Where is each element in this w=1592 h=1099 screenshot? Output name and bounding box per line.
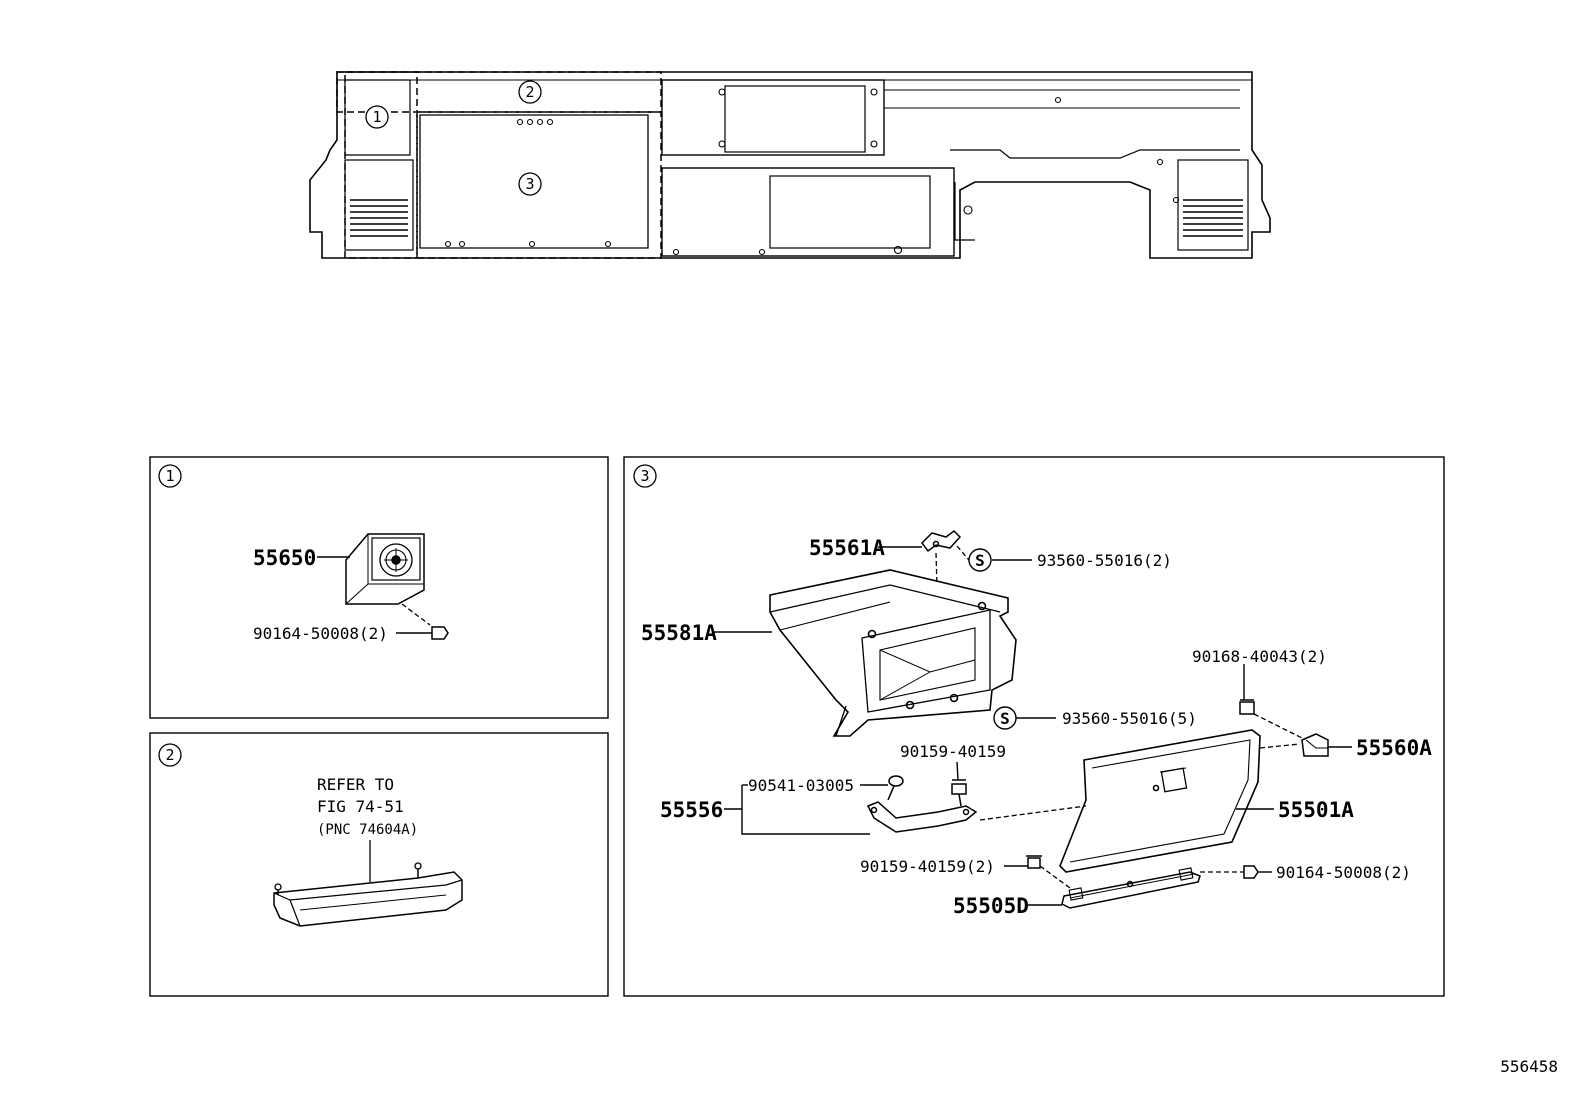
callout-93560-55016-2: 93560-55016(2) (1037, 551, 1172, 570)
speaker-55650-drawing (345, 533, 425, 606)
refer-note-line-1: REFER TO (317, 775, 394, 794)
callout-55561a: 55561A (809, 536, 885, 560)
screw-90159-bottom-drawing (1026, 855, 1042, 869)
region-3-outline (416, 111, 662, 259)
callout-55581a: 55581A (641, 621, 717, 645)
hinge-rail-55505d-drawing (1061, 867, 1201, 909)
right-vent-slats (1183, 199, 1243, 237)
callout-90541-03005: 90541-03005 (748, 776, 854, 795)
region-2-outline (336, 71, 662, 113)
symbol-s-bottom: S (993, 706, 1017, 730)
refer-note-line-3: (PNC 74604A) (317, 822, 418, 838)
screw-90164-drawing (420, 626, 449, 640)
screw-90168-drawing (1239, 699, 1255, 715)
figure-id: 556458 (1500, 1057, 1558, 1076)
callout-90168-40043: 90168-40043(2) (1192, 647, 1327, 666)
symbol-s-top: S (968, 548, 992, 572)
callout-leaders (714, 546, 1352, 906)
glove-door-55501a-drawing (1059, 729, 1261, 873)
callout-55560a: 55560A (1356, 736, 1432, 760)
region-outlines (336, 71, 662, 259)
callout-55650: 55650 (253, 546, 316, 570)
panel-1: 1 55650 90164-50008(2) (149, 456, 609, 719)
panel-3-marker: 3 (640, 467, 649, 485)
bolt-90541-drawing (887, 775, 904, 801)
svg-text:3: 3 (525, 175, 534, 193)
panel-3: 3 (623, 456, 1445, 997)
callout-55501a: 55501A (1278, 798, 1354, 822)
panel-1-marker: 1 (165, 467, 174, 485)
callout-90159-40159-2: 90159-40159(2) (860, 857, 995, 876)
svg-text:1: 1 (372, 108, 381, 126)
overview-marker-3: 3 (518, 172, 542, 196)
overview-marker-1: 1 (365, 105, 389, 129)
panel-2-marker: 2 (165, 746, 174, 764)
callout-90164-50008-2: 90164-50008(2) (1276, 863, 1411, 882)
catch-55560a-drawing (1301, 733, 1329, 757)
overview-marker-2: 2 (518, 80, 542, 104)
dashboard-overview (309, 71, 1271, 259)
bracket-55561a-drawing (921, 530, 962, 553)
hinge-55556-drawing (866, 801, 978, 833)
callout-90164-50008: 90164-50008(2) (253, 624, 388, 643)
svg-text:S: S (975, 551, 985, 570)
callout-93560-55016-5: 93560-55016(5) (1062, 709, 1197, 728)
callout-55505d: 55505D (953, 894, 1029, 918)
refer-note-line-2: FIG 74-51 (317, 797, 404, 816)
callout-55556: 55556 (660, 798, 723, 822)
callout-90159-40159: 90159-40159 (900, 742, 1006, 761)
glove-box-55581a-drawing (769, 569, 1017, 737)
left-vent-slats (350, 199, 408, 237)
svg-text:S: S (1000, 709, 1010, 728)
screw-90159-top-drawing (951, 779, 967, 807)
svg-text:2: 2 (525, 83, 534, 101)
panel-2: 2 REFER TO FIG 74-51 (PNC 74604A) (149, 732, 609, 997)
handle-74604a-drawing (273, 862, 463, 927)
screw-90164-right-drawing (1243, 865, 1259, 879)
